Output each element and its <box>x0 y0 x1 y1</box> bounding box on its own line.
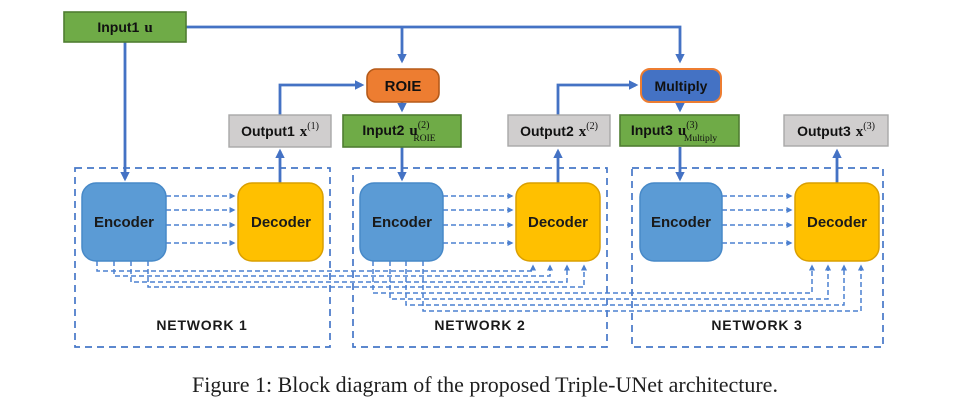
network2-boundary <box>352 167 608 348</box>
network2-encoder-label: Encoder <box>372 214 432 231</box>
arrow-output1-to-roie <box>278 80 365 115</box>
network2-encoder-box <box>359 182 444 262</box>
input2-box <box>342 114 462 148</box>
input1-box <box>63 11 187 43</box>
cross-skip-enc2-dec3-1 <box>372 261 816 294</box>
network3-decoder-label: Decoder <box>807 214 867 231</box>
network3-label: NETWORK 3 <box>711 317 802 333</box>
arrow-output2-to-multiply <box>556 80 639 115</box>
cross-skip-enc1-dec2-2 <box>113 261 554 277</box>
cross-skip-enc2-dec3-2 <box>389 261 832 300</box>
cross-skip-enc1-dec2-3 <box>130 261 571 283</box>
figure-caption: Figure 1: Block diagram of the proposed … <box>192 372 778 397</box>
network1-label: NETWORK 1 <box>156 317 247 333</box>
network3-decoder-box <box>794 182 880 262</box>
network1-decoder-label: Decoder <box>251 214 311 231</box>
network3-boundary <box>631 167 884 348</box>
output2-box <box>507 114 611 147</box>
roie-label: ROIE <box>385 78 422 95</box>
network3-encoder-box <box>639 182 723 262</box>
output1-box <box>228 114 332 148</box>
multiply-box <box>640 68 722 103</box>
cross-skip-enc1-dec2-1 <box>96 261 537 272</box>
multiply-label: Multiply <box>655 78 708 94</box>
network3-encoder-label: Encoder <box>651 214 711 231</box>
network1-encoder-box <box>81 182 167 262</box>
network2-decoder-label: Decoder <box>528 214 588 231</box>
network1-encoder-label: Encoder <box>94 214 154 231</box>
cross-skip-enc2-dec3-4 <box>422 261 865 312</box>
arrow-input1-to-multiply <box>186 25 685 64</box>
network1-decoder-box <box>237 182 324 262</box>
output3-box <box>783 114 889 147</box>
network2-decoder-box <box>515 182 601 262</box>
input3-box <box>619 114 740 147</box>
roie-box <box>366 68 440 103</box>
cross-skip-enc1-dec2-4 <box>147 261 588 288</box>
network2-label: NETWORK 2 <box>434 317 525 333</box>
